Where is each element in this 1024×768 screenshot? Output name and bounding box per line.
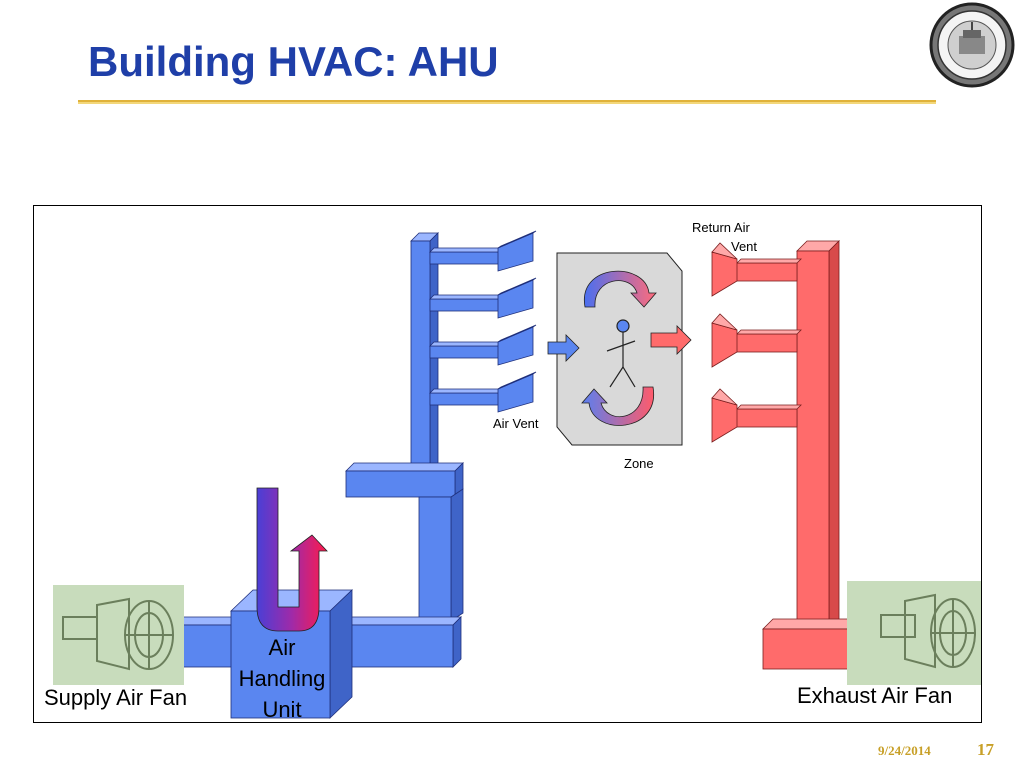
ahu-label-line1: Air xyxy=(268,635,296,660)
supply-fan-icon xyxy=(53,585,184,685)
return-air-vent-label-line2: Vent xyxy=(731,239,758,254)
zone-room xyxy=(547,252,692,446)
university-seal-icon xyxy=(929,2,1015,88)
supply-duct xyxy=(170,230,537,668)
ahu-label-line2: Handling xyxy=(238,666,326,692)
slide-date: 9/24/2014 xyxy=(878,743,931,758)
slide-title: Building HVAC: AHU xyxy=(88,38,499,85)
exhaust-air-fan-label: Exhaust Air Fan xyxy=(797,683,953,708)
air-vent-label: Air Vent xyxy=(493,416,539,431)
ahu-label: Air Handling Unit xyxy=(230,632,334,726)
ahu-label-line3: Unit xyxy=(262,697,302,723)
return-air-vent-label-line1: Return Air xyxy=(692,220,750,235)
return-duct xyxy=(711,240,882,670)
slide-page-number: 17 xyxy=(977,740,994,759)
coil-u-tube xyxy=(256,487,328,632)
title-underline xyxy=(78,100,936,104)
exhaust-fan-icon xyxy=(847,581,981,685)
hvac-diagram-drawing xyxy=(53,230,981,719)
hvac-diagram xyxy=(33,205,982,723)
zone-label: Zone xyxy=(624,456,654,471)
supply-air-fan-label: Supply Air Fan xyxy=(44,685,188,710)
